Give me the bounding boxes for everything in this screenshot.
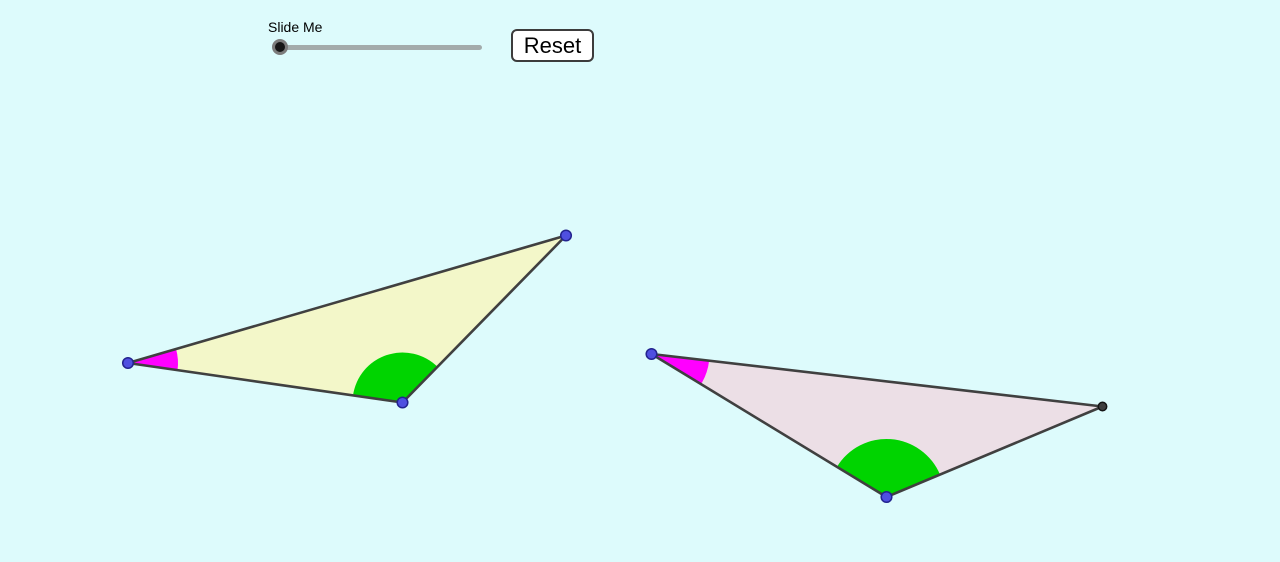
slider-track[interactable]: [275, 45, 482, 50]
angle-marker-magenta-left: [128, 349, 178, 371]
reset-button[interactable]: Reset: [511, 29, 594, 62]
triangle-left-vertex-point-2[interactable]: [396, 396, 409, 409]
triangle-right-outline[interactable]: [650, 352, 1104, 499]
angle-marker-green-left: [353, 352, 438, 403]
triangle-left-vertex-point-1[interactable]: [559, 229, 573, 242]
triangle-left-fill[interactable]: [128, 235, 566, 403]
triangle-right-vertex-point-1[interactable]: [1097, 401, 1108, 412]
triangle-right-vertex-point-2[interactable]: [880, 490, 893, 504]
triangle-left-outline[interactable]: [126, 234, 568, 404]
slider-label: Slide Me: [268, 19, 323, 35]
triangle-left-vertex-point-0[interactable]: [121, 356, 135, 370]
slider-knob[interactable]: [272, 39, 288, 55]
triangle-right-fill[interactable]: [651, 354, 1103, 497]
triangle-right-vertex-point-0[interactable]: [645, 347, 658, 361]
